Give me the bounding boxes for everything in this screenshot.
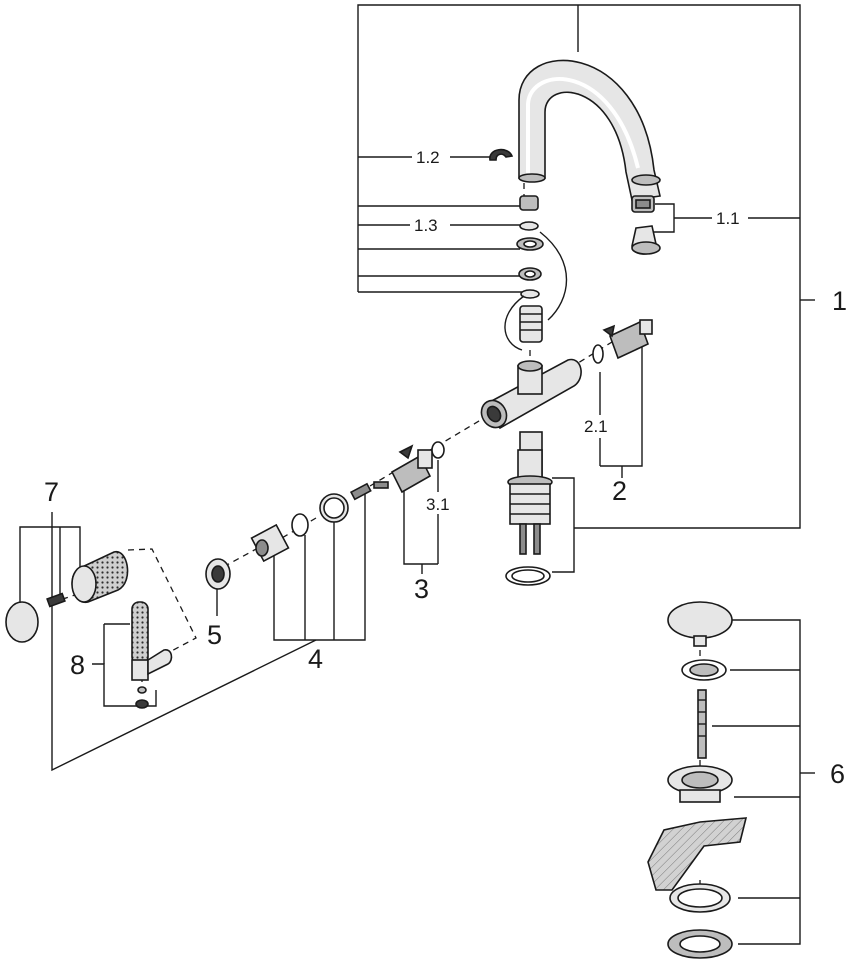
- callout-6: 6: [830, 759, 845, 789]
- left-cartridge: [373, 441, 445, 494]
- callout-7: 7: [44, 477, 59, 507]
- callout-2: 2: [612, 476, 627, 506]
- callout-1: 1: [832, 286, 847, 316]
- knurled-handle: [5, 551, 129, 643]
- pop-up-waste-set: [647, 601, 748, 959]
- spout-clip: [489, 148, 514, 161]
- spout-seal-stack: [504, 195, 568, 351]
- mixer-body: [480, 358, 582, 586]
- leader-lines: [19, 4, 815, 945]
- escutcheon-ring: [205, 558, 231, 590]
- callout-1-2: 1.2: [416, 148, 440, 167]
- callout-5: 5: [207, 620, 222, 650]
- lever-handle: [131, 601, 173, 709]
- assembly-axis-lines: [59, 183, 701, 884]
- handle-sleeve-set: [250, 482, 372, 563]
- callout-4: 4: [308, 644, 323, 674]
- callout-labels: 1 1.1 1.2 1.3 2 2.1 3 3.1 4 5 6 7 8: [44, 148, 847, 789]
- spout: [518, 59, 661, 201]
- callout-3: 3: [414, 574, 429, 604]
- callout-3-1: 3.1: [426, 495, 450, 514]
- callout-2-1: 2.1: [584, 417, 608, 436]
- callout-1-1: 1.1: [716, 209, 740, 228]
- spout-end-connector: [631, 195, 661, 255]
- callout-8: 8: [70, 650, 85, 680]
- callout-1-3: 1.3: [414, 216, 438, 235]
- right-cartridge: [592, 319, 653, 364]
